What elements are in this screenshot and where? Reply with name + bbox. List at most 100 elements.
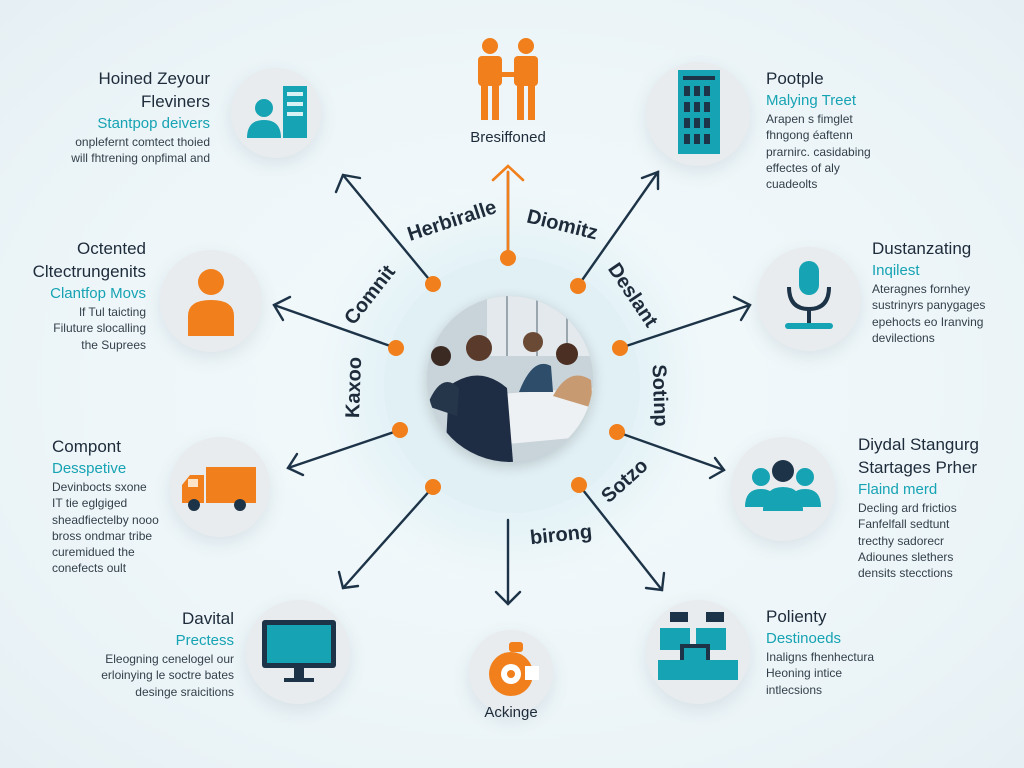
connector-bottom-right — [577, 483, 664, 592]
block-title: Davital — [182, 609, 234, 628]
block-title: Dustanzating — [872, 239, 972, 258]
arrowhead-top — [491, 164, 525, 182]
ring-dot — [570, 278, 586, 294]
block-body-line: Adiounes slethers — [858, 549, 954, 564]
node-mid-right[interactable] — [757, 247, 861, 351]
arrowhead-top-left — [334, 173, 362, 194]
block-body-line: Decling ard frictios — [858, 501, 957, 516]
block-subtitle: Clantfop Movs — [50, 284, 146, 302]
connector-upper-left — [272, 303, 398, 350]
block-subtitle: Malying Treet — [766, 91, 857, 109]
text-block-mid-left: Octented Cltectrungenits Clantfop Movs l… — [10, 238, 146, 353]
node-mid-left[interactable] — [160, 250, 262, 352]
block-subtitle: Stantpop deivers — [97, 114, 210, 132]
arrowhead-top-right — [640, 170, 660, 191]
arrowhead-upper-left — [272, 295, 292, 322]
node-top-right[interactable] — [646, 62, 750, 166]
center-team-photo — [427, 296, 593, 462]
block-body-line: Arapen s fimglet — [766, 112, 853, 127]
arrowhead-bottom — [494, 590, 522, 606]
ring-dot — [500, 250, 516, 266]
block-body-line: Inaligns fhenhectura — [766, 650, 875, 665]
block-title-line2: Fleviners — [141, 91, 210, 111]
block-title: Polienty — [766, 607, 827, 626]
connector-lower-left — [286, 428, 402, 470]
block-body-line: sheadfiectelby nooo — [52, 512, 159, 527]
block-title: Compont — [52, 437, 121, 456]
ring-dot — [392, 422, 408, 438]
microphone-icon — [785, 261, 833, 329]
bottom-node-label: Ackinge — [484, 704, 538, 721]
ring-dot — [388, 340, 404, 356]
connector-lower-right — [615, 430, 726, 472]
server-rack-icon — [678, 70, 720, 154]
block-title: Pootple — [766, 69, 824, 88]
block-body-line: the Suprees — [81, 337, 146, 352]
gear-person-icon — [489, 642, 539, 696]
block-subtitle: Desspetive — [52, 459, 127, 477]
node-bottom[interactable] — [469, 630, 553, 714]
block-body-line: desinge sraicitions — [135, 684, 234, 699]
connector-top-left — [341, 173, 435, 286]
block-subtitle: Flaind merd — [858, 480, 938, 498]
arrowhead-lower-right — [708, 456, 726, 480]
block-body-line: erloinying le soctre bates — [101, 668, 234, 683]
node-low-left[interactable] — [170, 437, 270, 537]
node-bottom-left[interactable] — [246, 600, 350, 704]
arrowhead-upper-right — [732, 295, 752, 322]
block-body-line: fhngong éaftenn — [766, 128, 853, 143]
text-block-top-right: Pootple Malying Treet Arapen s fimglet f… — [766, 68, 926, 192]
block-body-line: Ateragnes fornhey — [872, 282, 971, 297]
two-people-icon — [478, 38, 538, 120]
block-title: Diydal Stangurg — [858, 435, 979, 454]
block-body-line: bross ondmar tribe — [52, 528, 153, 543]
ring-dot — [612, 340, 628, 356]
block-body-line: lf Tul taicting — [79, 305, 146, 320]
team-meeting-image — [427, 296, 593, 462]
arrowhead-bottom-left — [337, 570, 360, 590]
arrowhead-lower-left — [286, 452, 305, 477]
monitor-icon — [262, 620, 336, 682]
block-subtitle: Prectess — [175, 631, 234, 649]
text-block-bottom-left: Davital Prectess Eleogning cenelogel our… — [30, 608, 234, 700]
ring-dots — [388, 250, 628, 495]
block-body-line: onplefernt comtect thoied — [75, 135, 210, 150]
block-body-line: Heoning intice — [766, 666, 843, 681]
block-title: Hoined Zeyour — [98, 69, 210, 88]
block-body-line: Eleogning cenelogel our — [105, 652, 234, 667]
block-title: Octented — [77, 239, 146, 258]
ring-dot — [425, 479, 441, 495]
top-node-label: Bresiffoned — [470, 129, 546, 146]
presentation-person-icon — [247, 86, 307, 138]
node-top[interactable] — [472, 36, 544, 124]
node-top-left[interactable] — [231, 68, 321, 158]
node-bottom-right[interactable] — [646, 600, 750, 704]
person-icon — [188, 269, 234, 336]
block-body-line: conefects oult — [52, 561, 127, 576]
arrowhead-bottom-right — [644, 571, 666, 592]
team-icon — [745, 460, 821, 511]
ring-dot — [609, 424, 625, 440]
block-body-line: Fanfelfall sedtunt — [858, 517, 950, 532]
block-title-line2: Startages Prher — [858, 457, 978, 477]
block-body-line: IT tie eglgiged — [52, 496, 128, 511]
block-body-line: effectes of aly — [766, 160, 840, 175]
ring-label-left: Kaxoo — [342, 356, 367, 419]
delivery-truck-icon — [182, 467, 256, 511]
block-body-line: epehocts eo Iranving — [872, 314, 984, 329]
text-block-low-right: Diydal Stangurg Startages Prher Flaind m… — [858, 434, 1018, 581]
block-body-line: Devinbocts sxone — [52, 480, 147, 495]
block-body-line: Filuture slocalling — [53, 321, 146, 336]
connector-upper-right — [618, 303, 752, 350]
node-low-right[interactable] — [731, 437, 835, 541]
block-body-line: sustrinyrs panygages — [872, 298, 986, 313]
block-body-line: intlecsions — [766, 682, 823, 697]
block-body-line: will fhtrening onpfimal and — [71, 151, 210, 166]
block-body-line: prarnirc. casidabing — [766, 144, 871, 159]
block-body-line: devilections — [872, 330, 935, 345]
ring-dot — [571, 477, 587, 493]
team-workstations-icon — [658, 612, 738, 680]
block-title-line2: Cltectrungenits — [32, 261, 146, 281]
text-block-low-left: Compont Desspetive Devinbocts sxone IT t… — [52, 436, 202, 576]
text-block-top-left: Hoined Zeyour Fleviners Stantpop deivers… — [20, 68, 210, 167]
